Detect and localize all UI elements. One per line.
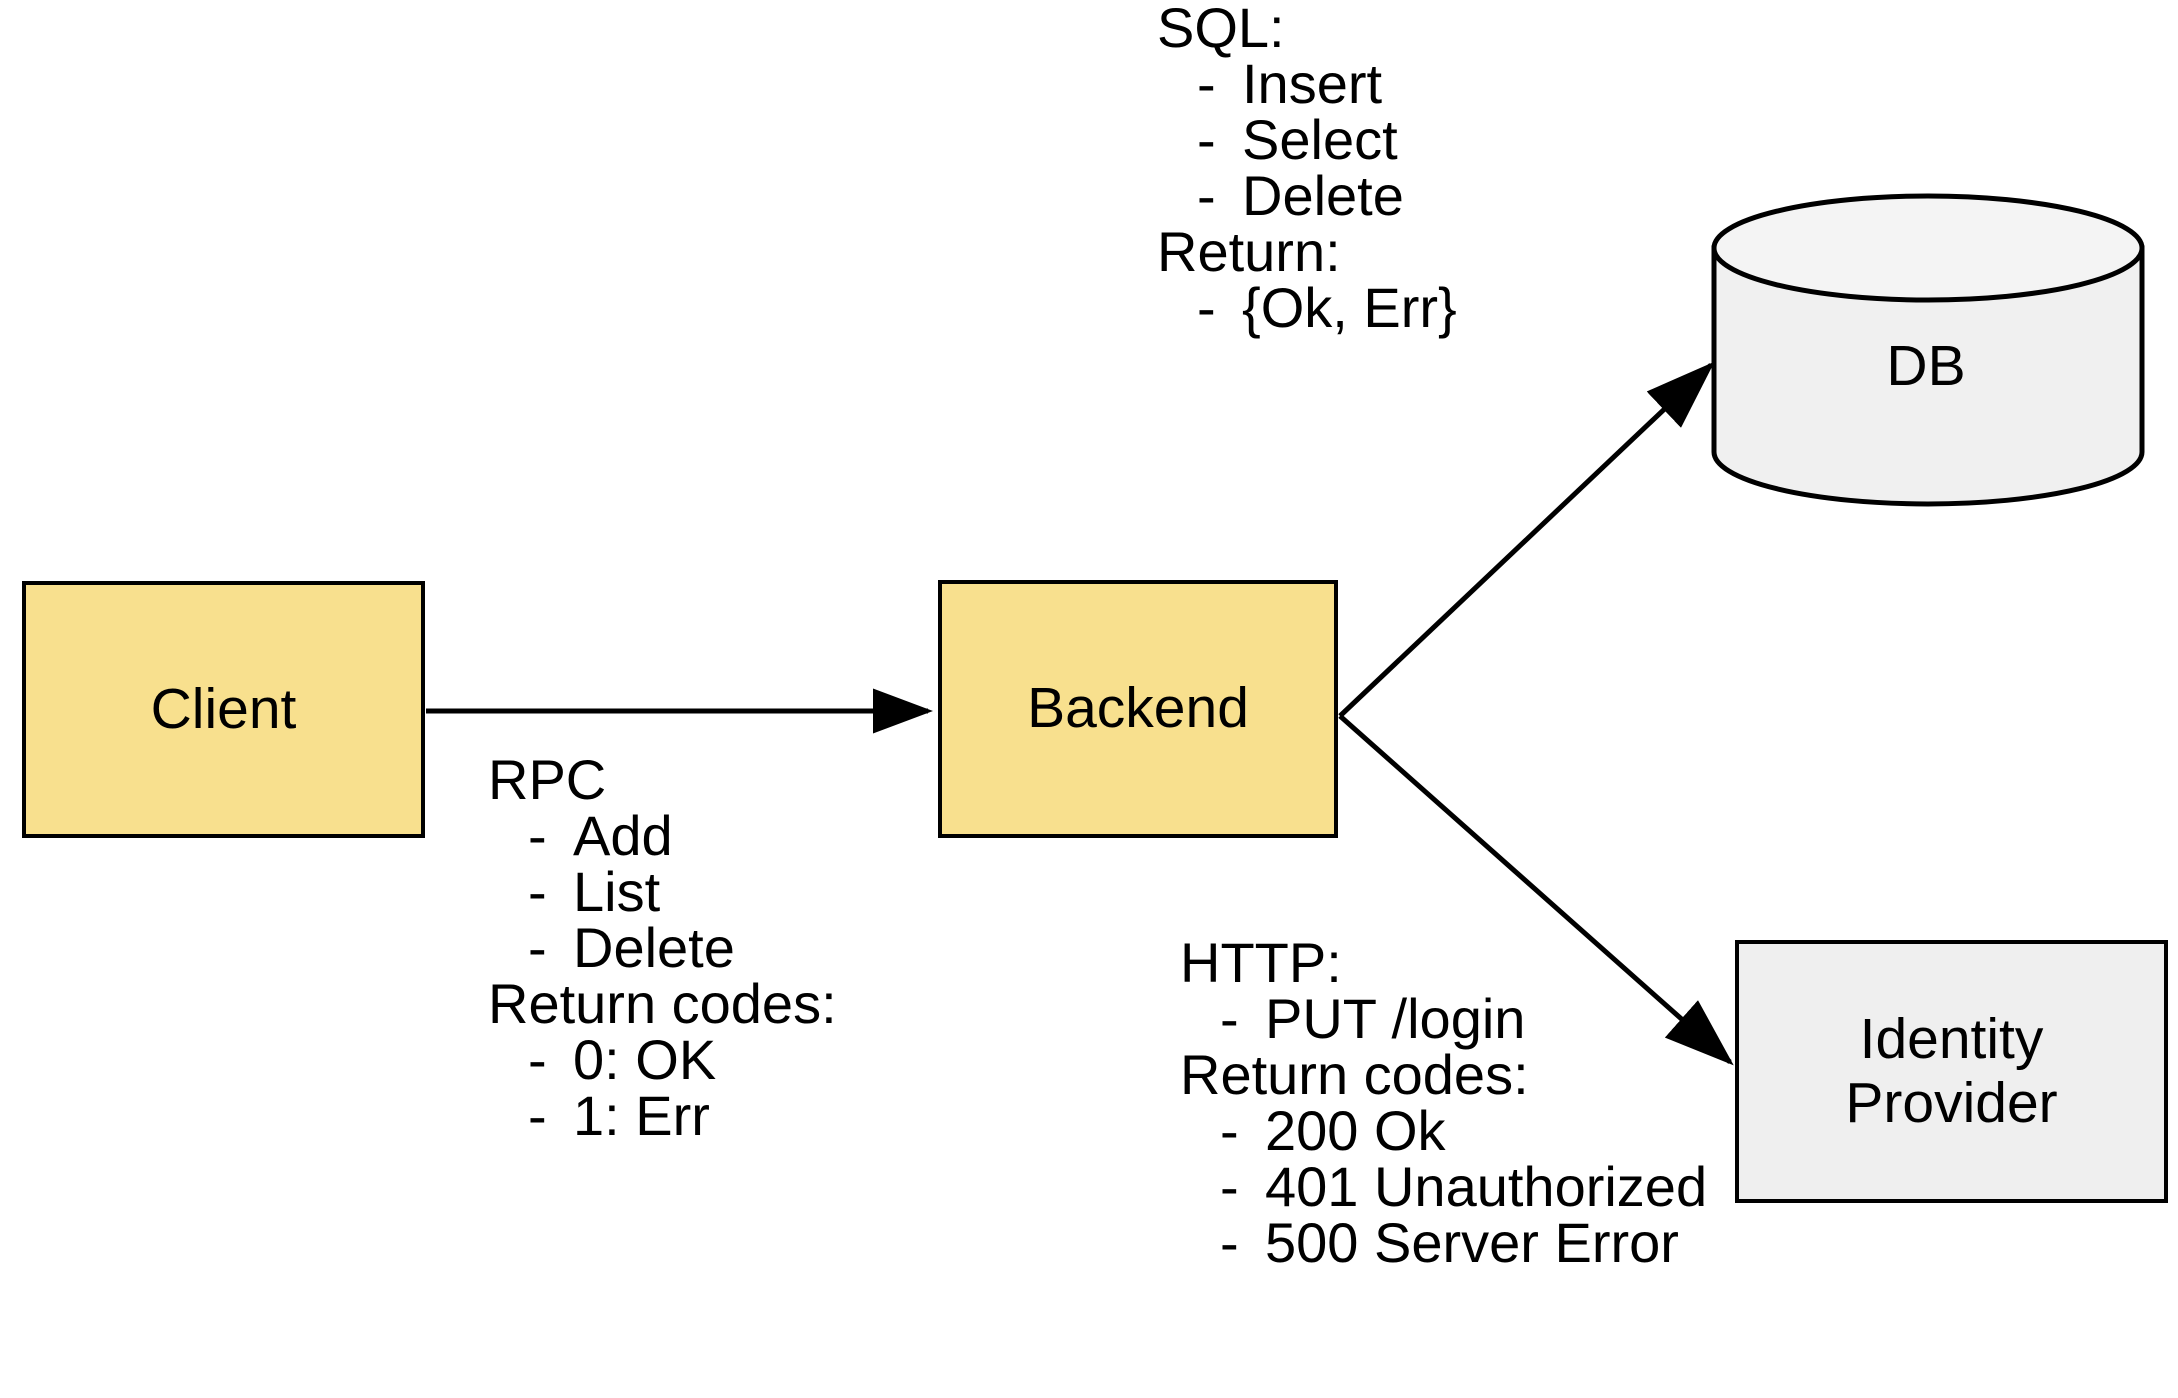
annotation-http-return-1: 401 Unauthorized	[1265, 1155, 1708, 1218]
annotation-rpc: RPC - Add - List - Delete Return codes: …	[488, 752, 837, 1144]
bullet-dash: -	[528, 1084, 547, 1147]
bullet-dash: -	[528, 1028, 547, 1091]
bullet-dash: -	[1220, 1155, 1239, 1218]
node-backend-label: Backend	[1027, 676, 1249, 741]
node-db[interactable]: DB	[1712, 200, 2140, 500]
bullet-dash: -	[528, 916, 547, 979]
node-identity-provider-label: Identity Provider	[1845, 1006, 2058, 1136]
annotation-sql: SQL: - Insert - Select - Delete Return: …	[1157, 0, 1457, 336]
annotation-rpc-op-0: Add	[573, 804, 673, 867]
node-client[interactable]: Client	[22, 581, 425, 838]
node-identity-provider-label-line2: Provider	[1845, 1070, 2058, 1135]
node-identity-provider[interactable]: Identity Provider	[1735, 940, 2168, 1203]
annotation-rpc-return-header: Return codes:	[488, 972, 837, 1035]
annotation-http-return-0: 200 Ok	[1265, 1099, 1446, 1162]
annotation-sql-op-2: Delete	[1242, 164, 1404, 227]
bullet-dash: -	[528, 804, 547, 867]
annotation-http-return-row: - 500 Server Error	[1180, 1215, 1707, 1271]
bullet-dash: -	[1220, 1099, 1239, 1162]
annotation-rpc-op-row: - List	[488, 864, 837, 920]
annotation-http-op-row: - PUT /login	[1180, 991, 1707, 1047]
annotation-rpc-return-1: 1: Err	[573, 1084, 710, 1147]
annotation-rpc-return-row: - 0: OK	[488, 1032, 837, 1088]
annotation-rpc-return-row: - 1: Err	[488, 1088, 837, 1144]
annotation-sql-return-row: - {Ok, Err}	[1157, 280, 1457, 336]
bullet-dash: -	[1197, 164, 1216, 227]
annotation-http-return-row: - 401 Unauthorized	[1180, 1159, 1707, 1215]
annotation-http-return-2: 500 Server Error	[1265, 1211, 1679, 1274]
bullet-dash: -	[1220, 1211, 1239, 1274]
bullet-dash: -	[1220, 987, 1239, 1050]
annotation-sql-op-row: - Insert	[1157, 56, 1457, 112]
bullet-dash: -	[1197, 108, 1216, 171]
annotation-sql-return-0: {Ok, Err}	[1242, 276, 1457, 339]
annotation-rpc-header: RPC	[488, 748, 607, 811]
bullet-dash: -	[1197, 276, 1216, 339]
annotation-sql-op-0: Insert	[1242, 52, 1383, 115]
annotation-rpc-op-row: - Add	[488, 808, 837, 864]
edge-backend-to-db	[1338, 361, 1715, 718]
annotation-sql-op-row: - Select	[1157, 112, 1457, 168]
bullet-dash: -	[528, 860, 547, 923]
annotation-sql-op-1: Select	[1242, 108, 1398, 171]
annotation-sql-return-header: Return:	[1157, 220, 1341, 283]
annotation-sql-op-row: - Delete	[1157, 168, 1457, 224]
node-identity-provider-label-line1: Identity	[1859, 1006, 2044, 1071]
node-db-label: DB	[1886, 334, 1966, 399]
annotation-rpc-op-2: Delete	[573, 916, 735, 979]
annotation-rpc-op-1: List	[573, 860, 661, 923]
annotation-http-return-header: Return codes:	[1180, 1043, 1529, 1106]
annotation-http-op-0: PUT /login	[1265, 987, 1526, 1050]
annotation-sql-header: SQL:	[1157, 0, 1285, 59]
node-client-label: Client	[150, 676, 297, 741]
node-backend[interactable]: Backend	[938, 580, 1338, 838]
annotation-rpc-op-row: - Delete	[488, 920, 837, 976]
bullet-dash: -	[1197, 52, 1216, 115]
annotation-http-return-row: - 200 Ok	[1180, 1103, 1707, 1159]
annotation-rpc-return-0: 0: OK	[573, 1028, 717, 1091]
edge-backend-to-identity-provider	[1338, 714, 1734, 1066]
annotation-http-header: HTTP:	[1180, 931, 1342, 994]
annotation-http: HTTP: - PUT /login Return codes: - 200 O…	[1180, 935, 1707, 1271]
